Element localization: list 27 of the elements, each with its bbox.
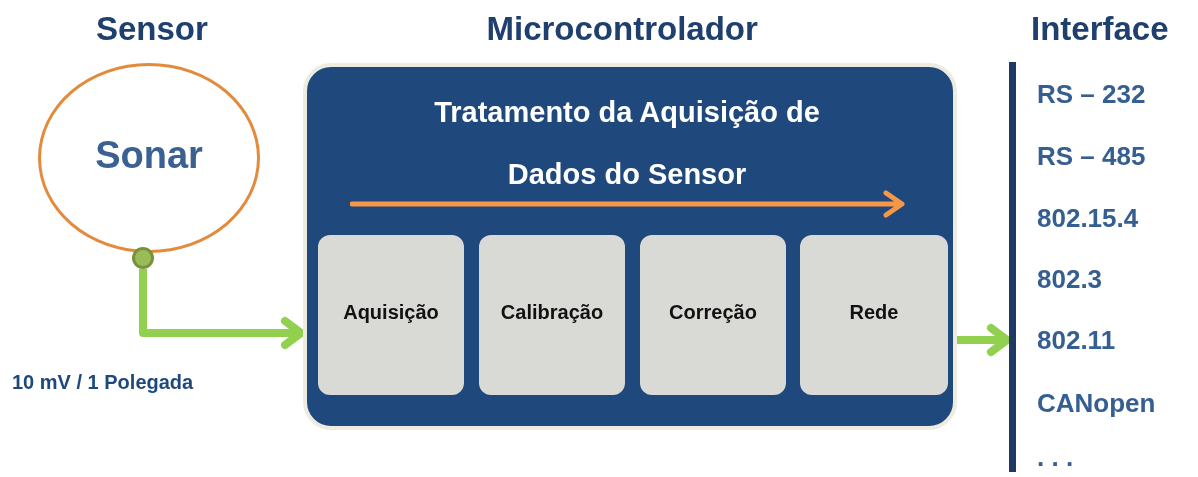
process-box bbox=[800, 235, 948, 395]
interface-item: . . . bbox=[1037, 442, 1074, 473]
step-label: Correção bbox=[668, 301, 758, 324]
signal-scale: 10 mV / 1 Polegada bbox=[12, 371, 194, 394]
panel-title: Tratamento da Aquisição de Dados do Sensor bbox=[433, 95, 821, 192]
step-label: Rede bbox=[848, 301, 900, 324]
column-heading: Sensor bbox=[96, 10, 208, 48]
connector-dot bbox=[132, 247, 154, 269]
interface-item: 802.15.4 bbox=[1037, 203, 1139, 234]
process-box bbox=[318, 235, 464, 395]
node-label: Sonar bbox=[94, 134, 204, 177]
interface-bar bbox=[1009, 62, 1016, 472]
sensor-ellipse bbox=[38, 63, 260, 253]
arrow bbox=[139, 269, 305, 349]
interface-item: 802.11 bbox=[1037, 325, 1116, 356]
step-label: Calibração bbox=[499, 301, 605, 324]
interface-item: 802.3 bbox=[1037, 264, 1103, 295]
step-label: Aquisição bbox=[342, 301, 440, 324]
column-heading: Microcontrolador bbox=[486, 10, 758, 48]
process-box bbox=[640, 235, 786, 395]
microcontroller-panel bbox=[303, 63, 957, 430]
arrow bbox=[957, 324, 1011, 356]
interface-item: RS – 485 bbox=[1037, 141, 1146, 172]
interface-item: RS – 232 bbox=[1037, 79, 1146, 110]
process-box bbox=[479, 235, 625, 395]
column-heading: Interface bbox=[1031, 10, 1169, 48]
interface-item: CANopen bbox=[1037, 388, 1156, 419]
